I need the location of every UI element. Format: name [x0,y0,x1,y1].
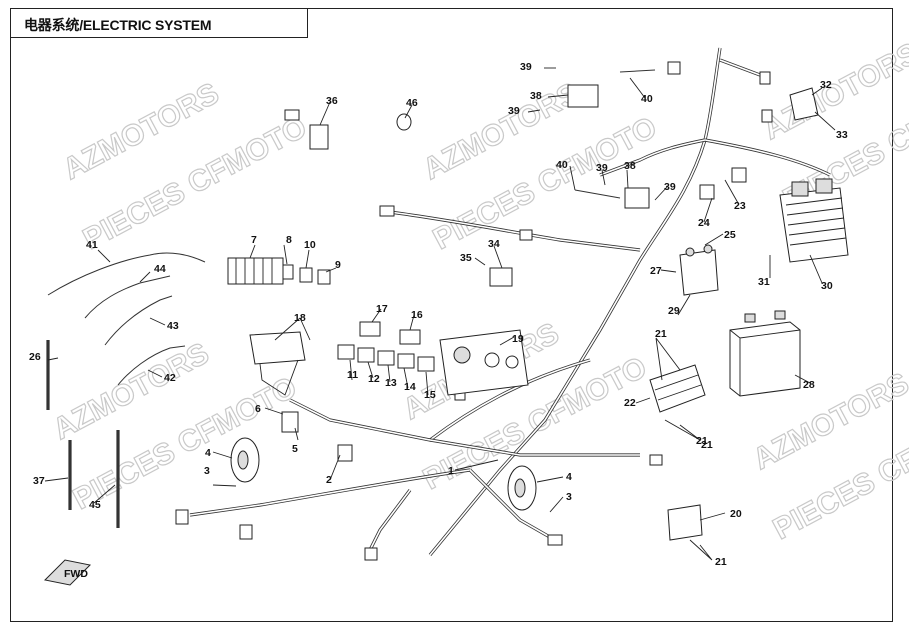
callout-number: 40 [641,93,653,105]
diagram-frame [10,8,893,622]
callout-number: 34 [488,238,500,250]
horn-left [230,437,260,483]
callout-number: 23 [734,200,746,212]
spare-fuse-kit [439,329,529,396]
callout-number: 7 [251,234,257,246]
callout-number: 24 [698,217,710,229]
callout-number: 27 [650,265,662,277]
callout-number: 45 [89,499,101,511]
horn-right [507,465,537,511]
callout-number: 12 [368,373,380,385]
switch-and-connectors [281,109,747,462]
callout-number: 36 [326,95,338,107]
callout-number: 13 [385,377,397,389]
callout-number: 20 [730,508,742,520]
lower-module [667,504,703,541]
callout-number: 42 [164,372,176,384]
leader-lines [44,67,836,561]
callout-number: 43 [167,320,179,332]
callout-number: 29 [668,305,680,317]
callout-number: 39 [596,162,608,174]
callout-number: 30 [821,280,833,292]
callout-number: 5 [292,443,298,455]
callout-number: 37 [33,475,45,487]
callout-number: 18 [294,312,306,324]
callout-number: 38 [624,160,636,172]
ignition-coil [396,113,412,131]
battery [729,310,801,397]
fuse-strip [227,257,331,285]
callout-number: 8 [286,234,292,246]
main-wiring-harness [189,47,831,557]
callout-number: 32 [820,79,832,91]
relay-group [337,321,435,372]
callout-number: 39 [664,181,676,193]
callout-number: 14 [404,381,416,393]
callout-number: 28 [803,379,815,391]
callout-number: 25 [724,229,736,241]
callout-number: 22 [624,397,636,409]
harness-connectors [175,61,773,561]
callout-number: 46 [406,97,418,109]
callout-number: 38 [530,90,542,102]
callout-number: 31 [758,276,770,288]
callout-number: 21 [696,435,708,447]
callout-number: 26 [29,351,41,363]
callout-number: 21 [655,328,667,340]
callout-number: 15 [424,389,436,401]
sensor-upper [567,84,650,209]
callout-number: 44 [154,263,166,275]
callout-number: 9 [335,259,341,271]
callout-number: 10 [304,239,316,251]
loose-cables [46,69,656,528]
rectifier-regulator [779,178,849,263]
callout-number: 4 [205,447,211,459]
callout-number: 40 [556,159,568,171]
callout-number: 2 [326,474,332,486]
callout-number: 11 [347,369,358,381]
fwd-arrow-icon: FWD [43,559,92,586]
callout-number: 17 [376,303,388,315]
callout-number: 19 [512,333,524,345]
starter-relay [679,244,719,296]
callout-number: 3 [204,465,210,477]
callout-number: 41 [86,239,98,251]
callout-number: 4 [566,471,572,483]
callout-number: 21 [715,556,727,568]
cdi-ecu-module [649,364,706,413]
page-title: 电器系统/ELECTRIC SYSTEM [24,17,212,33]
callout-number: 6 [255,403,261,415]
callout-number: 1 [448,465,454,477]
callout-number: 35 [460,252,472,264]
callout-number: 33 [836,129,848,141]
callout-number: 39 [520,61,532,73]
callout-number: 3 [566,491,572,503]
title-box [10,8,308,38]
callout-number: 16 [411,309,423,321]
callout-number: 21 [701,439,713,451]
fwd-label: FWD [64,568,88,580]
callout-number: 39 [508,105,520,117]
